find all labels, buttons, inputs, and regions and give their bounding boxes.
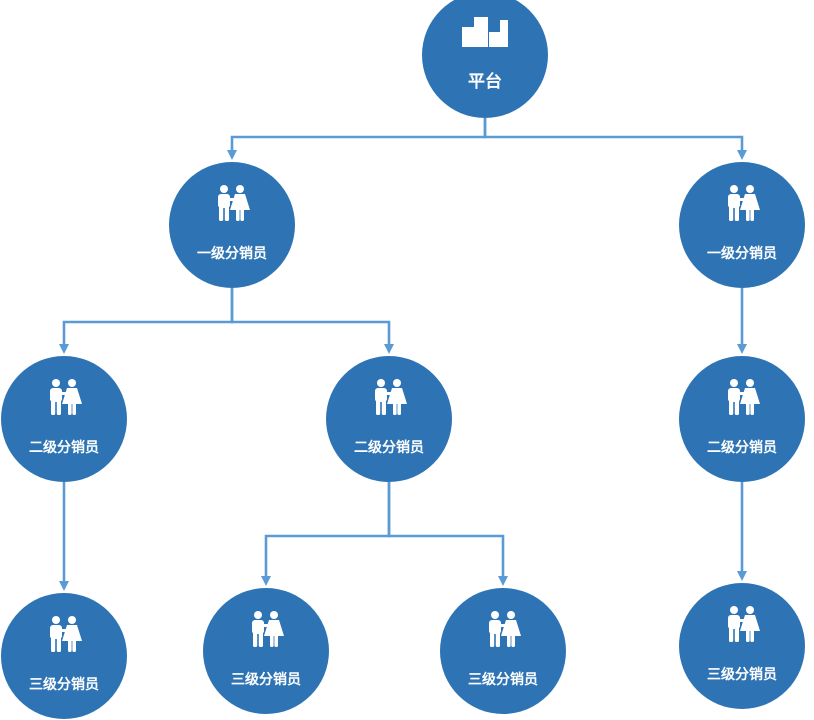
node-circle <box>422 0 548 118</box>
distributor-node: 三级分销员 <box>679 583 805 709</box>
node-circle <box>203 588 329 714</box>
arrowhead-l3c <box>498 576 508 586</box>
node-label: 一级分销员 <box>707 245 777 262</box>
node-circle <box>1 593 127 719</box>
connector-l2b-l3b <box>264 482 391 578</box>
node-circle <box>679 162 805 288</box>
distributor-node: 二级分销员 <box>679 356 805 482</box>
connector-root-l1b <box>483 118 744 152</box>
node-label: 三级分销员 <box>29 676 99 693</box>
distributor-node: 二级分销员 <box>326 356 452 482</box>
connectors-layer <box>59 118 747 591</box>
node-label: 三级分销员 <box>231 671 301 688</box>
node-label: 二级分销员 <box>354 439 424 456</box>
connector-l2b-l3c <box>387 482 505 578</box>
node-circle <box>679 583 805 709</box>
arrowhead-l2b <box>384 344 394 354</box>
arrowhead-l1b <box>737 150 747 160</box>
arrowhead-l3b <box>261 576 271 586</box>
distributor-node: 一级分销员 <box>169 162 295 288</box>
node-label: 二级分销员 <box>29 439 99 456</box>
arrowhead-l2c <box>737 344 747 354</box>
node-label: 三级分销员 <box>707 666 777 683</box>
node-label: 一级分销员 <box>197 245 267 262</box>
distributor-node: 三级分销员 <box>440 588 566 714</box>
node-circle <box>679 356 805 482</box>
connector-root-l1a <box>230 118 487 152</box>
distributor-node: 一级分销员 <box>679 162 805 288</box>
arrowhead-l2a <box>59 344 69 354</box>
node-circle <box>440 588 566 714</box>
connector-l1a-l2b <box>230 288 391 346</box>
distributor-node: 三级分销员 <box>203 588 329 714</box>
platform-node: 平台 <box>422 0 548 118</box>
distributor-node: 二级分销员 <box>1 356 127 482</box>
node-label: 二级分销员 <box>707 439 777 456</box>
arrowhead-l1a <box>227 150 237 160</box>
node-circle <box>169 162 295 288</box>
arrowhead-l3a <box>59 581 69 591</box>
node-label: 三级分销员 <box>468 671 538 688</box>
node-circle <box>326 356 452 482</box>
distributor-node: 三级分销员 <box>1 593 127 719</box>
node-circle <box>1 356 127 482</box>
node-label: 平台 <box>468 71 502 92</box>
arrowhead-l3d <box>737 571 747 581</box>
connector-l1a-l2a <box>62 288 234 346</box>
